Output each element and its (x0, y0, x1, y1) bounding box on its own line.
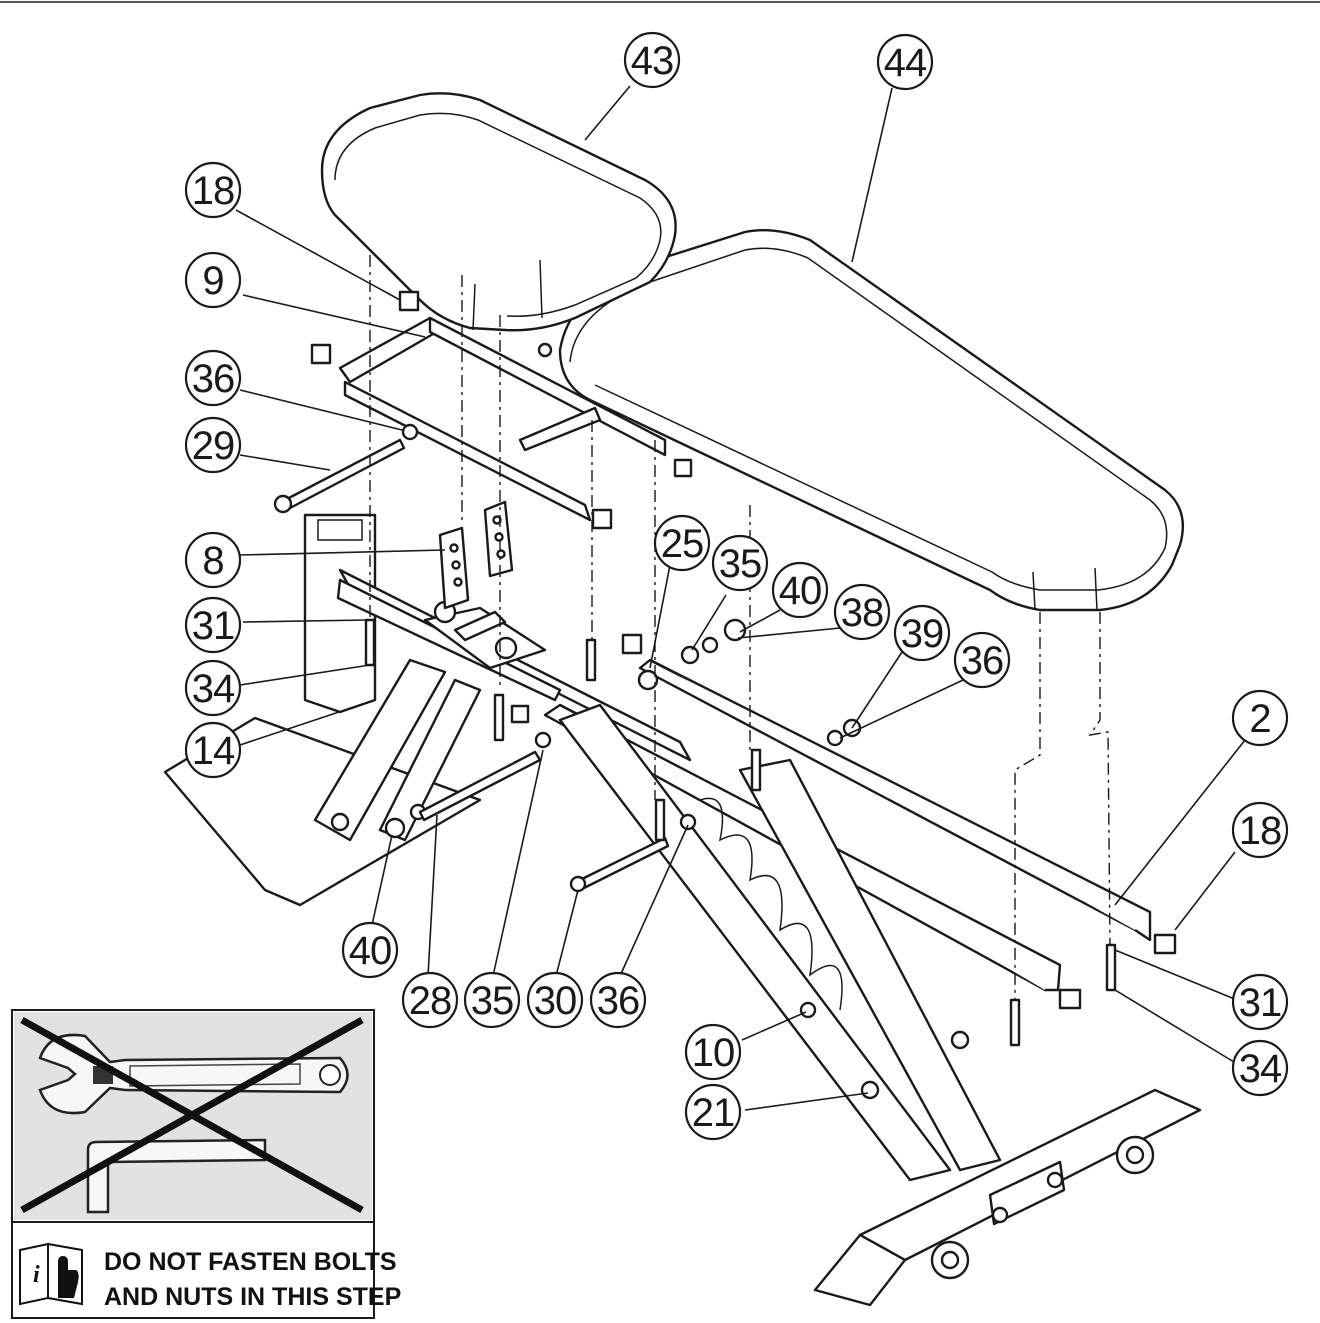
callout-circle (893, 604, 951, 662)
callout-number: 39 (901, 612, 944, 656)
callout-number: 10 (692, 1031, 735, 1075)
callout-36: 36 (953, 631, 1011, 689)
callout-circle (684, 1023, 742, 1081)
callout-circle (184, 416, 242, 474)
callout-circle (1231, 689, 1289, 747)
callout-number: 28 (409, 979, 452, 1023)
callout-number: 31 (1239, 981, 1282, 1025)
front-leg (313, 658, 447, 842)
callout-number: 14 (192, 729, 235, 773)
cross-out-icon (20, 1016, 364, 1214)
callout-40: 40 (771, 561, 829, 619)
callout-circle (953, 631, 1011, 689)
callout-circle (711, 534, 769, 592)
end-cap (398, 290, 420, 312)
callout-labels: 43 44 18 9 36 29 8 31 34 14 25 35 40 38 39 36 2 18 40 28 35 3… (184, 31, 1289, 1141)
callout-number: 40 (349, 929, 392, 973)
callout-circle (684, 1083, 742, 1141)
callout-circle (184, 161, 242, 219)
callout-number: 36 (192, 357, 235, 401)
callout-38: 38 (833, 583, 891, 641)
callout-44: 44 (876, 33, 934, 91)
callout-14: 14 (184, 721, 242, 779)
callout-31: 31 (1231, 973, 1289, 1031)
callout-number: 36 (597, 979, 640, 1023)
callout-circle (833, 583, 891, 641)
callout-2: 2 (1231, 689, 1289, 747)
callout-number: 35 (719, 542, 762, 586)
callout-36: 36 (589, 971, 647, 1029)
callout-28: 28 (401, 971, 459, 1029)
callout-circle (771, 561, 829, 619)
upright-tube (303, 513, 377, 714)
callout-8: 8 (184, 531, 242, 589)
callout-number: 44 (884, 41, 927, 85)
bench-drawing (163, 92, 1202, 1307)
callout-number: 34 (192, 667, 235, 711)
callout-number: 18 (192, 169, 235, 213)
callout-circle (1231, 801, 1289, 859)
callout-number: 25 (661, 522, 704, 566)
callout-circle (1231, 1039, 1289, 1097)
callout-circle (623, 31, 681, 89)
callout-29: 29 (184, 416, 242, 474)
callout-number: 9 (202, 259, 223, 303)
callout-34: 34 (184, 659, 242, 717)
svg-text:i: i (33, 1262, 40, 1288)
callout-circle (463, 971, 521, 1029)
callout-circle (653, 514, 711, 572)
callout-18: 18 (1231, 801, 1289, 859)
callout-number: 31 (192, 604, 235, 648)
callout-36: 36 (184, 349, 242, 407)
callout-number: 43 (631, 39, 674, 83)
callout-number: 21 (692, 1091, 735, 1135)
warning-line-1: DO NOT FASTEN BOLTS (104, 1248, 397, 1276)
leader-lines (235, 85, 1246, 1111)
callout-number: 34 (1239, 1047, 1282, 1091)
callout-number: 30 (534, 979, 577, 1023)
callout-circle (184, 251, 242, 309)
callout-31: 31 (184, 596, 242, 654)
warning-box: i DO NOT FASTEN BOLTS AND NUTS IN THIS S… (11, 1009, 401, 1319)
callout-number: 36 (961, 639, 1004, 683)
callout-circle (184, 721, 242, 779)
callout-9: 9 (184, 251, 242, 309)
callout-circle (401, 971, 459, 1029)
callout-number: 35 (471, 979, 514, 1023)
allen-key-icon (86, 1138, 267, 1214)
callout-39: 39 (893, 604, 951, 662)
callout-circle (1231, 973, 1289, 1031)
callout-circle (184, 596, 242, 654)
callout-30: 30 (526, 971, 584, 1029)
callout-number: 38 (841, 591, 884, 635)
callout-35: 35 (463, 971, 521, 1029)
callout-circle (341, 921, 399, 979)
callout-number: 2 (1249, 697, 1270, 741)
callout-circle (876, 33, 934, 91)
callout-34: 34 (1231, 1039, 1289, 1097)
callout-35: 35 (711, 534, 769, 592)
seat-pad (320, 92, 677, 332)
callout-number: 18 (1239, 809, 1282, 853)
callout-10: 10 (684, 1023, 742, 1081)
manual-info-icon: i (19, 1242, 83, 1306)
callout-number: 8 (202, 539, 223, 583)
callout-25: 25 (653, 514, 711, 572)
callout-40: 40 (341, 921, 399, 979)
callout-number: 29 (192, 424, 235, 468)
callout-circle (184, 531, 242, 589)
callout-number: 40 (779, 569, 822, 613)
callout-18: 18 (184, 161, 242, 219)
callout-circle (589, 971, 647, 1029)
callout-circle (526, 971, 584, 1029)
callout-circle (184, 659, 242, 717)
callout-circle (184, 349, 242, 407)
callout-21: 21 (684, 1083, 742, 1141)
backrest-pad (558, 229, 1184, 612)
wrench-icon (38, 1033, 349, 1115)
warning-line-2: AND NUTS IN THIS STEP (104, 1283, 401, 1311)
seat-frame (338, 316, 442, 384)
callout-43: 43 (623, 31, 681, 89)
